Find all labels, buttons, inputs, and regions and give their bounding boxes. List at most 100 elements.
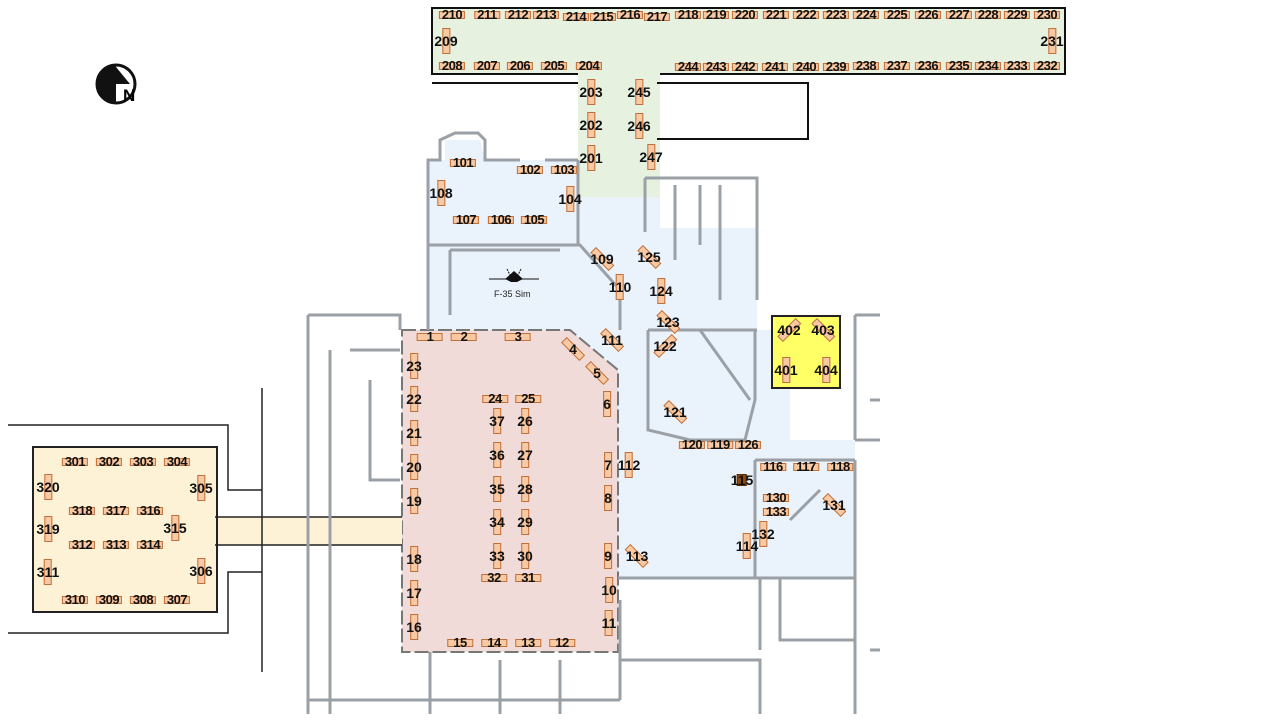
booth-103[interactable]: 103 bbox=[550, 163, 577, 177]
booth-216[interactable]: 216 bbox=[616, 8, 643, 22]
booth-247[interactable]: 247 bbox=[639, 144, 663, 170]
booth-235[interactable]: 235 bbox=[945, 59, 972, 73]
booth-230[interactable]: 230 bbox=[1033, 8, 1060, 22]
booth-30[interactable]: 30 bbox=[517, 543, 533, 569]
booth-245[interactable]: 245 bbox=[627, 79, 651, 105]
booth-204[interactable]: 204 bbox=[575, 59, 602, 73]
booth-301[interactable]: 301 bbox=[61, 455, 88, 469]
booth-132[interactable]: 132 bbox=[751, 521, 775, 547]
booth-25[interactable]: 25 bbox=[515, 392, 541, 406]
booth-320[interactable]: 320 bbox=[36, 474, 60, 500]
booth-116[interactable]: 116 bbox=[759, 460, 786, 474]
booth-242[interactable]: 242 bbox=[731, 60, 758, 74]
booth-15[interactable]: 15 bbox=[447, 636, 473, 650]
booth-210[interactable]: 210 bbox=[438, 8, 465, 22]
booth-120[interactable]: 120 bbox=[678, 438, 705, 452]
booth-124[interactable]: 124 bbox=[649, 278, 673, 304]
booth-209[interactable]: 209 bbox=[434, 28, 458, 54]
booth-401[interactable]: 401 bbox=[774, 357, 798, 383]
booth-4[interactable]: 4 bbox=[560, 336, 586, 362]
booth-109[interactable]: 109 bbox=[589, 246, 615, 272]
booth-226[interactable]: 226 bbox=[914, 8, 941, 22]
booth-13[interactable]: 13 bbox=[515, 636, 541, 650]
booth-316[interactable]: 316 bbox=[136, 504, 163, 518]
booth-212[interactable]: 212 bbox=[504, 8, 531, 22]
booth-315[interactable]: 315 bbox=[163, 515, 187, 541]
booth-305[interactable]: 305 bbox=[189, 475, 213, 501]
booth-227[interactable]: 227 bbox=[945, 8, 972, 22]
booth-34[interactable]: 34 bbox=[489, 509, 505, 535]
booth-121[interactable]: 121 bbox=[662, 399, 688, 425]
booth-203[interactable]: 203 bbox=[579, 79, 603, 105]
booth-217[interactable]: 217 bbox=[643, 10, 670, 24]
booth-12[interactable]: 12 bbox=[549, 636, 575, 650]
booth-222[interactable]: 222 bbox=[792, 8, 819, 22]
booth-17[interactable]: 17 bbox=[406, 580, 422, 606]
booth-5[interactable]: 5 bbox=[584, 360, 610, 386]
booth-102[interactable]: 102 bbox=[516, 163, 543, 177]
booth-104[interactable]: 104 bbox=[558, 186, 582, 212]
booth-101[interactable]: 101 bbox=[449, 156, 476, 170]
booth-126[interactable]: 126 bbox=[734, 438, 761, 452]
booth-229[interactable]: 229 bbox=[1003, 8, 1030, 22]
booth-202[interactable]: 202 bbox=[579, 112, 603, 138]
booth-28[interactable]: 28 bbox=[517, 476, 533, 502]
booth-16[interactable]: 16 bbox=[406, 614, 422, 640]
booth-24[interactable]: 24 bbox=[482, 392, 508, 406]
booth-125[interactable]: 125 bbox=[636, 244, 662, 270]
booth-107[interactable]: 107 bbox=[452, 213, 479, 227]
booth-208[interactable]: 208 bbox=[438, 59, 465, 73]
booth-18[interactable]: 18 bbox=[406, 546, 422, 572]
booth-33[interactable]: 33 bbox=[489, 543, 505, 569]
booth-26[interactable]: 26 bbox=[517, 408, 533, 434]
booth-106[interactable]: 106 bbox=[487, 213, 514, 227]
booth-114[interactable]: 114 bbox=[736, 533, 758, 559]
booth-317[interactable]: 317 bbox=[102, 504, 129, 518]
booth-314[interactable]: 314 bbox=[136, 538, 163, 552]
booth-20[interactable]: 20 bbox=[406, 454, 422, 480]
booth-311[interactable]: 311 bbox=[37, 559, 59, 585]
booth-318[interactable]: 318 bbox=[68, 504, 95, 518]
booth-234[interactable]: 234 bbox=[974, 59, 1001, 73]
booth-115[interactable]: 115 bbox=[731, 473, 754, 487]
booth-243[interactable]: 243 bbox=[702, 60, 729, 74]
booth-219[interactable]: 219 bbox=[702, 8, 729, 22]
booth-228[interactable]: 228 bbox=[974, 8, 1001, 22]
booth-105[interactable]: 105 bbox=[520, 213, 547, 227]
booth-236[interactable]: 236 bbox=[914, 59, 941, 73]
booth-307[interactable]: 307 bbox=[163, 593, 190, 607]
booth-19[interactable]: 19 bbox=[406, 488, 422, 514]
booth-133[interactable]: 133 bbox=[762, 505, 789, 519]
booth-118[interactable]: 118 bbox=[826, 460, 853, 474]
booth-310[interactable]: 310 bbox=[61, 593, 88, 607]
booth-31[interactable]: 31 bbox=[515, 571, 541, 585]
booth-211[interactable]: 211 bbox=[473, 8, 500, 22]
booth-37[interactable]: 37 bbox=[489, 408, 505, 434]
booth-244[interactable]: 244 bbox=[674, 60, 701, 74]
booth-111[interactable]: 111 bbox=[599, 327, 625, 353]
booth-206[interactable]: 206 bbox=[506, 59, 533, 73]
booth-21[interactable]: 21 bbox=[406, 420, 422, 446]
booth-9[interactable]: 9 bbox=[603, 543, 612, 569]
booth-207[interactable]: 207 bbox=[473, 59, 500, 73]
booth-241[interactable]: 241 bbox=[761, 60, 788, 74]
booth-319[interactable]: 319 bbox=[36, 516, 60, 542]
booth-232[interactable]: 232 bbox=[1033, 59, 1060, 73]
booth-403[interactable]: 403 bbox=[810, 317, 836, 343]
booth-231[interactable]: 231 bbox=[1040, 28, 1064, 54]
booth-225[interactable]: 225 bbox=[883, 8, 910, 22]
booth-215[interactable]: 215 bbox=[589, 10, 616, 24]
booth-130[interactable]: 130 bbox=[762, 491, 789, 505]
booth-404[interactable]: 404 bbox=[814, 357, 838, 383]
booth-246[interactable]: 246 bbox=[627, 113, 651, 139]
booth-8[interactable]: 8 bbox=[603, 485, 612, 511]
booth-238[interactable]: 238 bbox=[852, 59, 879, 73]
booth-110[interactable]: 110 bbox=[609, 274, 631, 300]
booth-213[interactable]: 213 bbox=[532, 8, 559, 22]
booth-27[interactable]: 27 bbox=[517, 442, 533, 468]
booth-32[interactable]: 32 bbox=[481, 571, 507, 585]
booth-201[interactable]: 201 bbox=[579, 145, 603, 171]
booth-122[interactable]: 122 bbox=[652, 333, 678, 359]
booth-302[interactable]: 302 bbox=[95, 455, 122, 469]
booth-220[interactable]: 220 bbox=[731, 8, 758, 22]
